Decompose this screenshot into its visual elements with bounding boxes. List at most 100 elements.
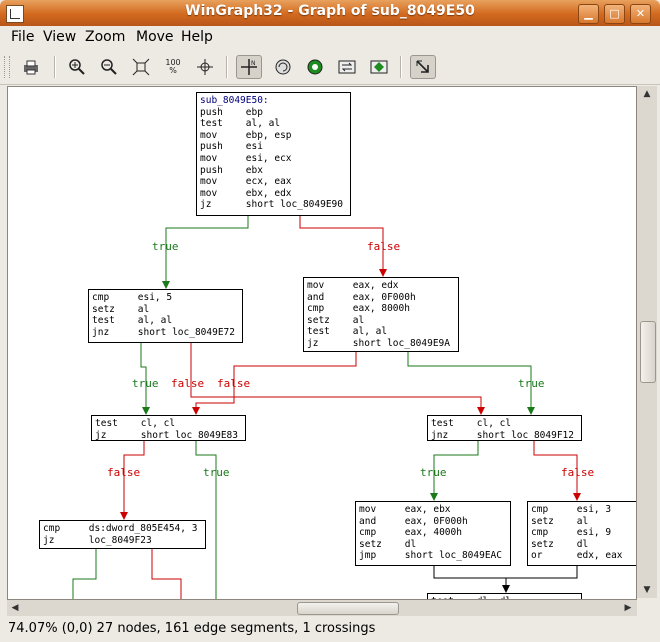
edge-true: [165, 216, 249, 283]
edge: [433, 566, 507, 587]
edge-label-false: false: [367, 240, 400, 253]
swap-button[interactable]: [334, 55, 360, 79]
toolbar-grip[interactable]: [4, 56, 10, 78]
instruction-line: push ebx: [200, 164, 263, 176]
scroll-down-icon[interactable]: ▼: [643, 585, 651, 595]
close-button[interactable]: ✕: [630, 4, 651, 24]
menu-view[interactable]: View: [43, 29, 77, 45]
instruction-line: jmp short loc_8049EAC: [359, 550, 502, 562]
center-button[interactable]: [192, 55, 218, 79]
instruction-line: cmp esi, 5: [92, 292, 173, 303]
rotate-button[interactable]: [270, 55, 296, 79]
instruction-line: jz loc_8049F23: [43, 534, 152, 546]
instruction-line: test cl, cl: [95, 418, 176, 429]
graph-edges: true false true false false true false t…: [72, 216, 594, 599]
edge-false: [190, 343, 482, 409]
instruction-line: mov ecx, eax: [200, 176, 292, 188]
green-node-icon: [307, 59, 323, 75]
toolbar: 100% N: [0, 50, 660, 85]
menu-help[interactable]: Help: [181, 29, 213, 45]
edge-label-true: true: [420, 466, 447, 479]
menu-move[interactable]: Move: [136, 29, 174, 45]
menu-file[interactable]: File: [11, 29, 35, 45]
title-bar: WinGraph32 - Graph of sub_8049E50 ▁ □ ✕: [0, 0, 660, 26]
maximize-button[interactable]: □: [604, 4, 625, 24]
edge-arrowhead: [573, 493, 581, 501]
status-text: 74.07% (0,0) 27 nodes, 161 edge segments…: [8, 621, 376, 636]
edge-label-true: true: [132, 377, 159, 390]
edge-label-true: true: [518, 377, 545, 390]
toolbar-separator: [226, 56, 228, 78]
status-bar: 74.07% (0,0) 27 nodes, 161 edge segments…: [0, 618, 660, 642]
zoom-out-icon: [101, 59, 117, 75]
instruction-line: setz al: [307, 314, 365, 326]
instruction-line: cmp ds:dword_805E454, 3: [43, 523, 198, 534]
graph-node[interactable]: test dl, dl: [427, 593, 582, 599]
scroll-right-icon[interactable]: ▶: [624, 603, 632, 613]
origin-button[interactable]: N: [236, 55, 262, 79]
instruction-line: cmp eax, 8000h: [307, 303, 410, 315]
follow-edge-button[interactable]: [410, 55, 436, 79]
edge-true: [433, 441, 479, 495]
menu-zoom[interactable]: Zoom: [85, 29, 126, 45]
vertical-scroll-thumb[interactable]: [640, 321, 656, 383]
edge-arrowhead: [477, 407, 485, 415]
zoom-in-button[interactable]: [64, 55, 90, 79]
instruction-line: setz dl: [359, 538, 417, 550]
edge-false: [151, 549, 182, 599]
instruction-line: jz short loc_8049E9A: [307, 337, 450, 349]
instruction-line: mov esi, ecx: [200, 152, 292, 164]
zoom-out-button[interactable]: [96, 55, 122, 79]
edge-label-false: false: [171, 377, 204, 390]
window-title: WinGraph32 - Graph of sub_8049E50: [185, 3, 475, 19]
edge-arrowhead: [120, 512, 128, 520]
edge-false: [533, 441, 578, 495]
print-button[interactable]: [18, 55, 44, 79]
zoom-100-icon: 100%: [165, 58, 181, 75]
swap-icon: [338, 60, 356, 74]
edge-arrowhead: [162, 281, 170, 289]
zoom-100-button[interactable]: 100%: [160, 55, 186, 79]
fit-window-icon: [132, 58, 150, 76]
edge-label-true: true: [152, 240, 179, 253]
edge-arrowhead: [379, 269, 387, 277]
instruction-line: setz al: [92, 303, 150, 315]
scroll-up-icon[interactable]: ▲: [643, 89, 651, 99]
instruction-line: test al, al: [307, 326, 388, 338]
graph-canvas[interactable]: true false true false false true false t…: [7, 86, 637, 600]
edge-arrowhead: [142, 407, 150, 415]
app-icon: [6, 5, 24, 23]
instruction-line: push ebp: [200, 106, 263, 118]
edge-label-false: false: [561, 466, 594, 479]
print-icon: [24, 60, 38, 75]
instruction-line: sub_8049E50:: [200, 95, 269, 106]
green-diamond-button[interactable]: [366, 55, 392, 79]
instruction-line: cmp esi, 9: [531, 527, 612, 539]
scroll-left-icon[interactable]: ◀: [11, 603, 19, 613]
instruction-line: jnz short loc_8049E72: [92, 326, 235, 338]
green-node-button[interactable]: [302, 55, 328, 79]
toolbar-separator: [54, 56, 56, 78]
edge-false: [123, 441, 145, 514]
edge-label-false: false: [217, 377, 250, 390]
menu-bar: File View Zoom Move Help: [0, 26, 660, 50]
instruction-line: jz short loc_8049E90: [200, 199, 343, 211]
minimize-button[interactable]: ▁: [578, 4, 599, 24]
fit-window-button[interactable]: [128, 55, 154, 79]
edge-label-false: false: [107, 466, 140, 479]
instruction-line: test cl, cl: [431, 418, 512, 429]
horizontal-scrollbar[interactable]: ◀ ▶: [7, 600, 637, 616]
instruction-line: setz al: [531, 515, 589, 527]
instruction-line: test al, al: [200, 118, 281, 130]
edge-arrowhead: [192, 407, 200, 415]
horizontal-scroll-thumb[interactable]: [297, 602, 399, 615]
vertical-scrollbar[interactable]: ▲ ▼: [637, 86, 657, 598]
